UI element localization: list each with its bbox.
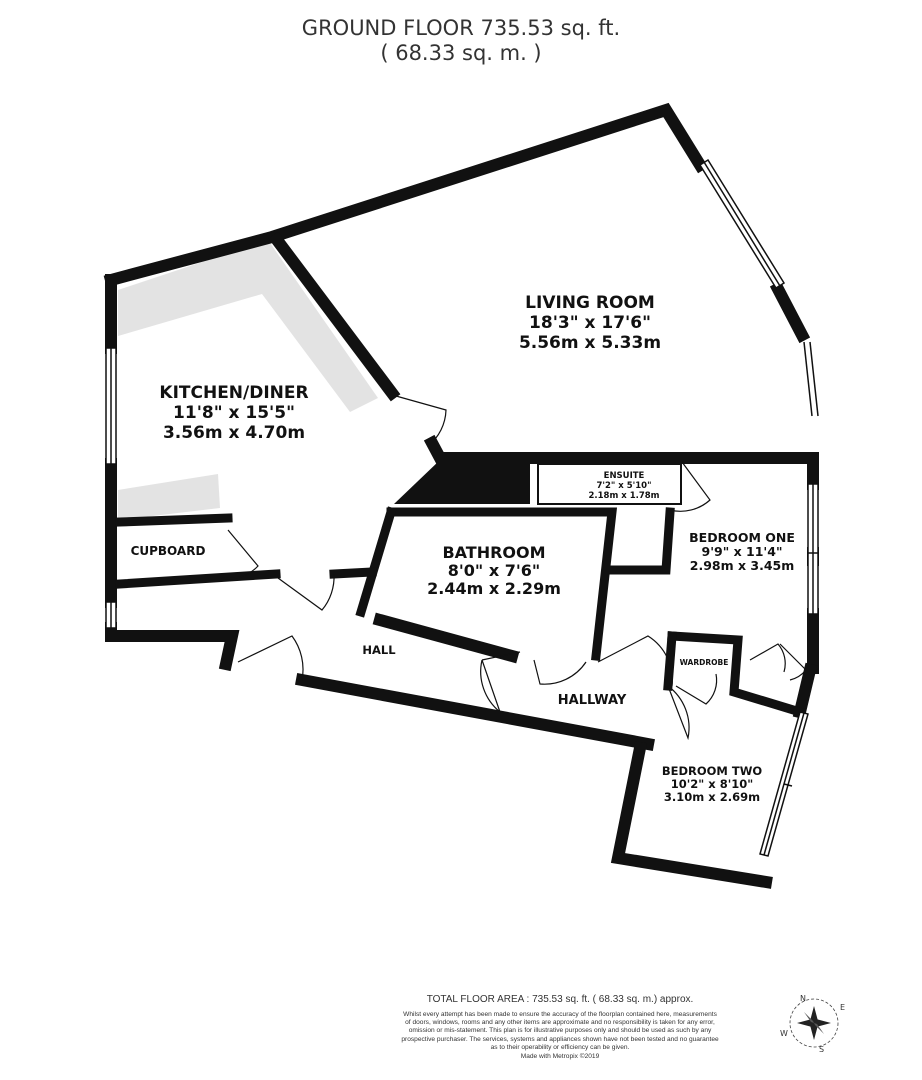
- disclaimer-line: omission or mis-statement. This plan is …: [408, 1027, 712, 1035]
- kitchen-metric: 3.56m x 4.70m: [163, 423, 305, 443]
- hallway-label: HALLWAY: [558, 693, 627, 708]
- room-bedroom-one: BEDROOM ONE 9'9" x 11'4" 2.98m x 3.45m: [689, 530, 795, 573]
- disclaimer-line: as to their operability or efficiency ca…: [490, 1043, 630, 1051]
- bathroom-metric: 2.44m x 2.29m: [427, 579, 561, 598]
- bedroom-one-name: BEDROOM ONE: [689, 530, 795, 545]
- cupboard-label: CUPBOARD: [131, 544, 206, 558]
- bedroom-two-metric: 3.10m x 2.69m: [664, 790, 760, 804]
- living-room-imperial: 18'3" x 17'6": [529, 313, 651, 333]
- total-floor-area: TOTAL FLOOR AREA : 735.53 sq. ft. ( 68.3…: [426, 994, 694, 1005]
- bedroom-one-metric: 2.98m x 3.45m: [690, 558, 795, 573]
- bedroom-two-imperial: 10'2" x 8'10": [671, 777, 753, 791]
- compass-south: S: [819, 1045, 824, 1054]
- windows: [105, 158, 819, 857]
- room-kitchen-diner: KITCHEN/DINER 11'8" x 15'5" 3.56m x 4.70…: [159, 383, 308, 443]
- bathroom-imperial: 8'0" x 7'6": [448, 561, 540, 580]
- door-swings: [221, 395, 807, 741]
- living-room-metric: 5.56m x 5.33m: [519, 333, 661, 353]
- bathroom-solid-wall: [394, 460, 530, 504]
- disclaimer-line: of doors, windows, rooms and any other i…: [405, 1019, 715, 1027]
- living-room-name: LIVING ROOM: [525, 293, 655, 313]
- bedroom-one-imperial: 9'9" x 11'4": [702, 544, 783, 559]
- kitchen-imperial: 11'8" x 15'5": [173, 403, 295, 423]
- ensuite-metric: 2.18m x 1.78m: [588, 491, 659, 501]
- room-ensuite: ENSUITE 7'2" x 5'10" 2.18m x 1.78m: [588, 471, 659, 501]
- room-bedroom-two: BEDROOM TWO 10'2" x 8'10" 3.10m x 2.69m: [662, 764, 763, 804]
- room-bathroom: BATHROOM 8'0" x 7'6" 2.44m x 2.29m: [427, 543, 561, 598]
- disclaimer: Whilst every attempt has been made to en…: [360, 1011, 760, 1052]
- disclaimer-line: Whilst every attempt has been made to en…: [403, 1011, 717, 1018]
- made-with-credit: Made with Metropix ©2019: [520, 1053, 600, 1061]
- floor-title: GROUND FLOOR 735.53 sq. ft.: [301, 16, 621, 40]
- wardrobe-label: WARDROBE: [680, 658, 729, 667]
- kitchen-worktops: [118, 240, 378, 520]
- compass-east: E: [840, 1003, 845, 1012]
- walls: [103, 102, 819, 889]
- ensuite-name: ENSUITE: [604, 471, 645, 481]
- floor-area-metric: ( 68.33 sq. m. ): [380, 41, 542, 65]
- compass-north: N: [800, 994, 806, 1003]
- hall-label: HALL: [362, 643, 396, 657]
- bathroom-name: BATHROOM: [442, 543, 545, 562]
- footer: TOTAL FLOOR AREA : 735.53 sq. ft. ( 68.3…: [360, 994, 760, 1061]
- bedroom-two-name: BEDROOM TWO: [662, 764, 763, 778]
- disclaimer-line: prospective purchaser. The services, sys…: [401, 1035, 719, 1043]
- compass-west: W: [780, 1029, 788, 1038]
- ensuite-imperial: 7'2" x 5'10": [596, 481, 651, 491]
- room-living-room: LIVING ROOM 18'3" x 17'6" 5.56m x 5.33m: [519, 293, 661, 353]
- floor-header: GROUND FLOOR 735.53 sq. ft. ( 68.33 sq. …: [0, 16, 922, 66]
- compass-rose-icon: N E S W: [780, 994, 845, 1054]
- kitchen-name: KITCHEN/DINER: [159, 383, 308, 403]
